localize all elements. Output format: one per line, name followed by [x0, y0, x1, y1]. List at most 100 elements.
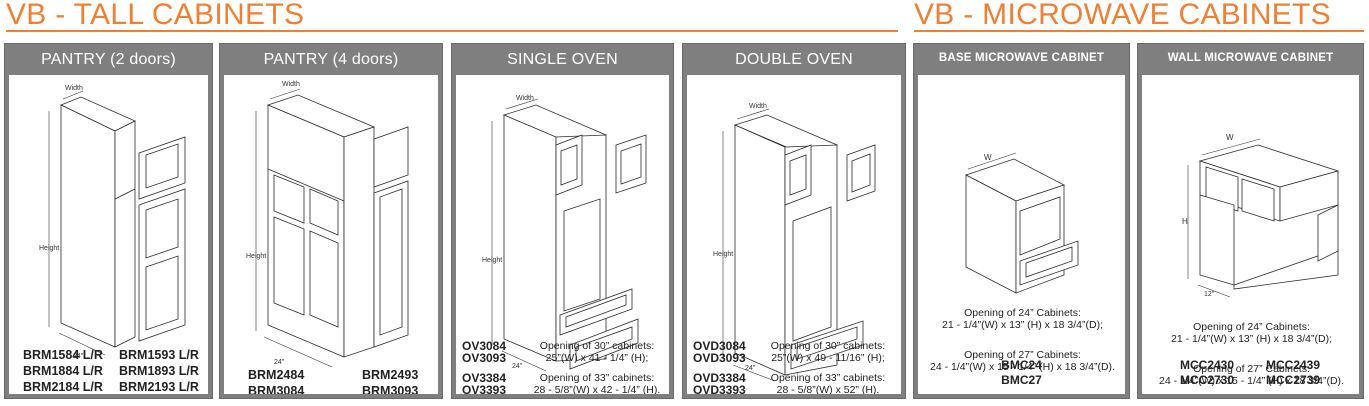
model-code: BMC24: [1001, 358, 1042, 372]
model-codes-left: BRM1584 L/R BRM1884 L/R BRM2184 L/R: [23, 347, 103, 394]
model-code: BRM2493: [362, 368, 419, 382]
base-microwave-drawing: [964, 152, 1079, 294]
note-line: Opening of 27” Cabinets:: [1193, 363, 1310, 375]
width-label: Width: [282, 81, 300, 88]
depth-label: 24": [512, 363, 523, 370]
note-line: 21 - 1/4”(W) x 13” (H) x 18 3/4”(D);: [1170, 333, 1333, 345]
model-codes-right: BRM2493 BRM3093: [362, 367, 418, 394]
depth-label: 24": [73, 353, 84, 360]
note-line: Opening of 30” cabinets:: [770, 340, 886, 352]
panel-body: W H 12" Opening of 24” Cabinets: 21 - 1/…: [1142, 75, 1359, 394]
wall-microwave-drawing: [1187, 138, 1340, 298]
panel-body: W Opening of 24” Cabinets: 21 - 1/4”(W) …: [918, 75, 1125, 394]
model-code: OV3393: [462, 383, 507, 394]
panel-wall-microwave-cabinet: WALL MICROWAVE CABINET W H 12" Opening o…: [1137, 43, 1364, 399]
note-line: Opening of 24” Cabinets:: [964, 307, 1081, 319]
single-oven-drawing: [491, 98, 647, 372]
model-code: OV3084: [462, 339, 507, 353]
model-code: OV3384: [462, 371, 507, 385]
model-codes-30: OV3084 OV3093: [462, 340, 506, 364]
opening-note-24: Opening of 24” Cabinets: 21 - 1/4”(W) x …: [918, 307, 1125, 331]
note-line: Opening of 30” cabinets:: [539, 340, 655, 352]
model-code: BRM2184 L/R: [23, 380, 103, 394]
note-line: 24 - 1/4”(W) x 15 - 1/4” (H) x 18 3/4”(D…: [930, 361, 1115, 373]
note-line: Opening of 27” Cabinets:: [964, 349, 1081, 361]
model-code: MCC2430: [1180, 358, 1235, 372]
panel-header: DOUBLE OVEN: [735, 51, 853, 68]
height-label: Height: [39, 245, 60, 252]
section-rule-tall: [6, 30, 898, 32]
width-label: Width: [516, 95, 534, 102]
model-code: BRM1884 L/R: [23, 364, 103, 378]
depth-label: 24": [745, 365, 756, 372]
opening-note-33: Opening of 33” cabinets: 28 - 5/8”(W) x …: [524, 372, 669, 394]
panel-pantry-2-doors: PANTRY (2 doors) Width Height 24" BRM158…: [4, 43, 213, 399]
opening-note-27: Opening of 27” Cabinets: 24 - 1/4”(W) x …: [918, 349, 1125, 373]
panel-base-microwave-cabinet: BASE MICROWAVE CABINET W Opening of 24” …: [913, 43, 1130, 399]
model-code: MCC2739: [1266, 373, 1321, 387]
height-label: H: [1182, 217, 1188, 226]
model-code: BRM2193 L/R: [119, 380, 199, 394]
double-oven-drawing: [722, 108, 876, 382]
note-line: 28 - 5/8”(W) x 52” (H).: [776, 384, 880, 394]
panel-single-oven: SINGLE OVEN Width Height 24" OV3084 OV30…: [451, 43, 674, 399]
panel-body: Width Height 24" BRM2484 BRM3084 BRM2493…: [224, 75, 438, 394]
note-line: 25”(W) x 49 - 11/16” (H);: [771, 352, 885, 364]
panel-header: SINGLE OVEN: [507, 51, 618, 68]
panel-body: Width Height 24" OVD3084 OVD3093 Opening…: [687, 75, 901, 394]
width-label: Width: [749, 103, 767, 110]
note-line: 25”(W) x 41 - 1/4” (H);: [545, 352, 649, 364]
model-code: MCC2439: [1266, 358, 1321, 372]
model-code: BMC27: [1001, 373, 1042, 387]
panel-header: BASE MICROWAVE CABINET: [938, 52, 1105, 64]
pantry-2-door-drawing: [48, 90, 186, 356]
model-code: BRM1593 L/R: [119, 348, 199, 362]
panel-double-oven: DOUBLE OVEN Width Height 24" OVD3084 OVD…: [682, 43, 906, 399]
section-title-tall-cabinets: VB - TALL CABINETS: [6, 0, 305, 31]
note-line: 21 - 1/4”(W) x 13” (H) x 18 3/4”(D);: [941, 319, 1104, 331]
section-title-microwave-cabinets: VB - MICROWAVE CABINETS: [914, 0, 1331, 31]
model-codes-right: BRM1593 L/R BRM1893 L/R BRM2193 L/R: [119, 347, 199, 394]
model-codes-30: OVD3084 OVD3093: [693, 340, 746, 364]
model-code: OVD3384: [693, 371, 746, 385]
model-codes-left: BRM2484 BRM3084: [248, 367, 304, 394]
wall-microwave-model-codes-right: MCC2439 MCC2739: [1266, 358, 1320, 388]
model-code: OVD3084: [693, 339, 746, 353]
height-label: Height: [246, 253, 267, 260]
panel-header: PANTRY (2 doors): [41, 51, 176, 68]
panel-body: Width Height 24" BRM1584 L/R BRM1884 L/R…: [9, 75, 208, 394]
model-code: OVD3393: [693, 383, 746, 394]
panel-body: Width Height 24" OV3084 OV3093 Opening o…: [456, 75, 669, 394]
wall-microwave-model-codes-left: MCC2430 MCC2730: [1180, 358, 1234, 388]
depth-label: 24": [274, 359, 285, 366]
height-label: Height: [713, 251, 734, 258]
model-code: BRM1584 L/R: [23, 348, 103, 362]
width-label: W: [984, 153, 992, 162]
width-label: W: [1226, 133, 1234, 142]
opening-note-27: Opening of 27” Cabinets: 24 - 1/4”(W) x …: [1142, 363, 1359, 387]
panel-pantry-4-doors: PANTRY (4 doors) Width Height 24" BRM248…: [219, 43, 443, 399]
note-line: Opening of 24” Cabinets:: [1193, 321, 1310, 333]
width-label: Width: [65, 85, 83, 92]
panel-header: PANTRY (4 doors): [263, 51, 399, 68]
panel-header: WALL MICROWAVE CABINET: [1167, 52, 1334, 64]
note-line: 28 - 5/8”(W) x 42 - 1/4” (H).: [533, 384, 661, 394]
base-microwave-model-codes: BMC24 BMC27: [917, 358, 1126, 388]
model-codes-33: OVD3384 OVD3393: [693, 372, 746, 394]
note-line: Opening of 33” cabinets:: [539, 372, 655, 384]
note-line: Opening of 33” cabinets:: [770, 372, 886, 384]
model-code: OV3093: [462, 351, 507, 365]
depth-label: 12": [1204, 291, 1215, 298]
model-code: BRM3084: [248, 384, 305, 394]
section-rule-microwave: [914, 30, 1364, 32]
model-codes-33: OV3384 OV3393: [462, 372, 506, 394]
model-code: BRM3093: [362, 384, 419, 394]
model-code: OVD3093: [693, 351, 746, 365]
pantry-4-door-drawing: [255, 88, 409, 368]
opening-note-33: Opening of 33” cabinets: 28 - 5/8”(W) x …: [753, 372, 901, 394]
model-code: BRM2484: [248, 368, 305, 382]
height-label: Height: [482, 257, 503, 264]
model-code: BRM1893 L/R: [119, 364, 199, 378]
opening-note-24: Opening of 24” Cabinets: 21 - 1/4”(W) x …: [1142, 321, 1359, 345]
note-line: 24 - 1/4”(W) x 15 - 1/4” (H) x 18 3/4”(D…: [1159, 375, 1344, 387]
